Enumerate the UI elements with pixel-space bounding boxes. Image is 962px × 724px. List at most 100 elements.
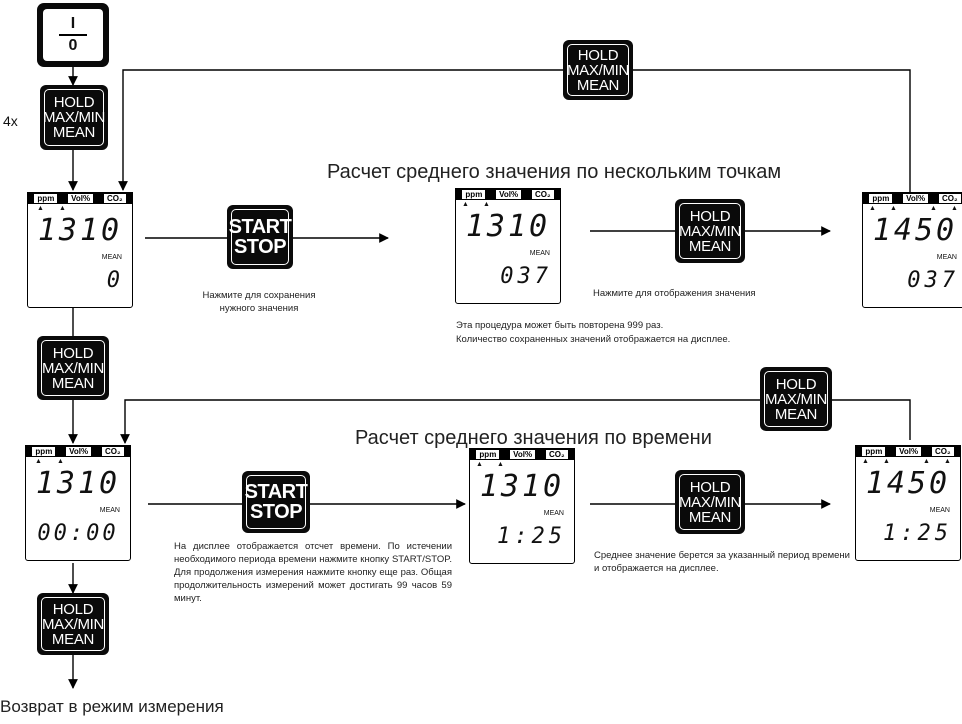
unit-vol: Vol% — [903, 193, 929, 203]
mean-label: MEAN — [936, 254, 957, 261]
lcd-display: ppm Vol% CO₂ ▲ ▲ 1310 MEAN 1:25 — [469, 448, 575, 564]
hold-key-line: MAX/MIN — [42, 109, 106, 126]
unit-co2: CO₂ — [939, 193, 961, 203]
hold-key-line: MAX/MIN — [764, 390, 828, 408]
unit-co2: CO₂ — [932, 446, 954, 456]
indicator-arrow-icon: ▲ — [869, 205, 876, 212]
sub-reading: 037 — [907, 268, 959, 293]
indicator-arrow-icon: ▲ — [930, 205, 937, 212]
mean-label: MEAN — [929, 507, 950, 514]
heading-multi-point-average: Расчет среднего значения по нескольким т… — [327, 161, 782, 183]
sub-reading: 1:25 — [883, 521, 952, 546]
hold-key-line: MAX/MIN — [41, 615, 105, 633]
mean-label: MEAN — [529, 250, 550, 257]
hold-key-line: MEAN — [52, 124, 96, 141]
mean-label: MEAN — [99, 507, 120, 514]
hold-key-line: HOLD — [52, 344, 94, 362]
sub-reading: 1:25 — [497, 524, 566, 549]
hold-key-line: MEAN — [774, 405, 818, 423]
hold-key-line: MEAN — [51, 374, 95, 392]
indicator-arrow-icon: ▲ — [35, 458, 42, 465]
main-reading: 1310 — [35, 466, 121, 501]
lcd-display: ppm Vol% CO₂ ▲ ▲ 1310 MEAN 0 — [27, 192, 133, 308]
power-key-on-symbol: I — [70, 15, 76, 32]
indicator-arrow-icon: ▲ — [462, 201, 469, 208]
hold-key-line: HOLD — [53, 94, 95, 111]
indicator-arrow-icon: ▲ — [476, 461, 483, 468]
hold-key-line: MAX/MIN — [41, 359, 105, 377]
note-timer-instructions: На дисплее отображается отсчет времени. … — [174, 541, 452, 604]
indicator-arrow-icon: ▲ — [497, 461, 504, 468]
power-key[interactable]: I 0 — [37, 3, 109, 67]
indicator-arrow-icon: ▲ — [951, 205, 958, 212]
note-average-period: Среднее значение берется за указанный пе… — [594, 550, 850, 574]
unit-vol: Vol% — [68, 193, 94, 203]
main-reading: 1310 — [479, 469, 565, 504]
hold-key-line: MAX/MIN — [678, 493, 742, 511]
hold-key-line: MAX/MIN — [566, 61, 630, 79]
mean-label: MEAN — [101, 254, 122, 261]
heading-return-to-measurement: Возврат в режим измерения — [0, 697, 224, 716]
unit-co2: CO₂ — [102, 446, 124, 456]
hold-key-line: MAX/MIN — [678, 222, 742, 240]
start-key-line: STOP — [233, 236, 287, 258]
lcd-display: ppm Vol% CO₂ ▲ ▲ ▲ ▲ 1450 MEAN 037 — [862, 192, 962, 308]
repeat-count-label: 4x — [3, 113, 18, 129]
indicator-arrow-icon: ▲ — [37, 205, 44, 212]
indicator-arrow-icon: ▲ — [59, 205, 66, 212]
hold-key-line: HOLD — [689, 207, 731, 225]
sub-reading: 00:00 — [37, 521, 119, 546]
indicator-arrow-icon: ▲ — [944, 458, 951, 465]
unit-vol: Vol% — [66, 446, 92, 456]
power-key-face: I 0 — [43, 9, 103, 61]
sub-reading: 0 — [106, 268, 124, 293]
hold-key-line: MEAN — [576, 76, 620, 94]
heading-time-average: Расчет среднего значения по времени — [355, 427, 712, 449]
hold-key-line: HOLD — [775, 375, 817, 393]
unit-ppm: ppm — [476, 449, 500, 459]
hold-key-line: HOLD — [689, 478, 731, 496]
hold-key-line: MEAN — [51, 630, 95, 648]
mean-label: MEAN — [543, 510, 564, 517]
indicator-arrow-icon: ▲ — [483, 201, 490, 208]
lcd-display: ppm Vol% CO₂ ▲ ▲ ▲ ▲ 1450 MEAN 1:25 — [855, 445, 961, 561]
note-stored-count: Количество сохраненных значений отобража… — [456, 334, 731, 345]
unit-co2: CO₂ — [546, 449, 568, 459]
indicator-arrow-icon: ▲ — [923, 458, 930, 465]
unit-ppm: ppm — [34, 193, 58, 203]
indicator-arrow-icon: ▲ — [57, 458, 64, 465]
unit-co2: CO₂ — [104, 193, 126, 203]
indicator-arrow-icon: ▲ — [890, 205, 897, 212]
power-key-off-symbol: 0 — [68, 37, 78, 54]
main-reading: 1310 — [37, 213, 123, 248]
indicator-arrow-icon: ▲ — [883, 458, 890, 465]
unit-vol: Vol% — [896, 446, 922, 456]
note-show-value: Нажмите для отображения значения — [593, 288, 756, 299]
main-reading: 1450 — [872, 213, 958, 248]
hold-key-line: MEAN — [688, 508, 732, 526]
hold-key-line: MEAN — [688, 237, 732, 255]
start-key-line: START — [244, 481, 308, 503]
start-key-line: STOP — [249, 501, 303, 523]
note-save-value: Нажмите для сохранения нужного значения — [202, 290, 316, 314]
unit-ppm: ppm — [869, 193, 893, 203]
indicator-arrow-icon: ▲ — [862, 458, 869, 465]
unit-vol: Vol% — [496, 189, 522, 199]
unit-ppm: ppm — [862, 446, 886, 456]
unit-ppm: ppm — [462, 189, 486, 199]
power-key-divider — [59, 34, 87, 36]
main-reading: 1450 — [865, 466, 951, 501]
unit-vol: Vol% — [510, 449, 536, 459]
